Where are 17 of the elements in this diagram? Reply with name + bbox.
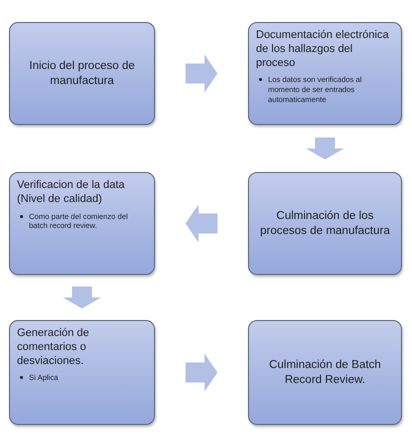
process-box: [9, 22, 155, 125]
step-heading: Culminación de Batch Record Review.: [268, 358, 382, 387]
process-box: [9, 320, 155, 425]
step-heading: Generación de comentarios o desviaciones.: [17, 327, 90, 368]
step-heading: Verificacion de la data (Nivel de calidad): [17, 179, 126, 206]
block-arrow: [63, 286, 101, 308]
block-arrow: [186, 54, 218, 92]
process-box: [248, 172, 402, 275]
process-box: [9, 172, 155, 275]
process-box: [248, 22, 402, 125]
block-arrow: [186, 204, 218, 242]
step-heading: Inicio del proceso de manufactura: [28, 59, 136, 88]
step-heading: Culminación de los procesos de manufactura: [259, 209, 391, 238]
process-box: [248, 320, 402, 425]
block-arrow: [306, 138, 344, 160]
block-arrow: [186, 354, 218, 392]
step-heading: Documentación electrónica de los hallazgos del proceso: [256, 29, 390, 70]
